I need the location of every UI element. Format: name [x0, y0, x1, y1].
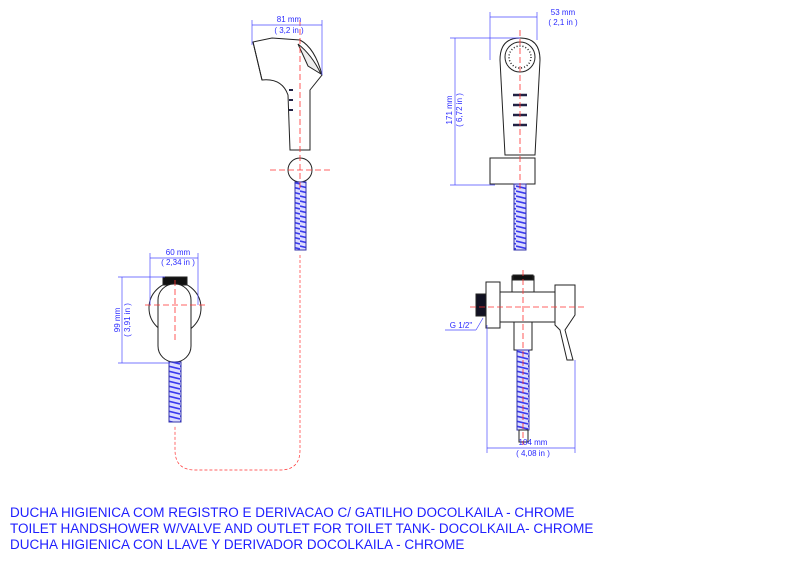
- dim-60mm: 60 mm: [166, 248, 191, 257]
- dim-53mm-in: ( 2,1 in ): [548, 18, 578, 27]
- handshower-front-view: [489, 37, 541, 251]
- centerlines: [145, 20, 585, 471]
- title-portuguese: DUCHA HIGIENICA COM REGISTRO E DERIVACAO…: [10, 505, 575, 520]
- dim-53mm: 53 mm: [551, 8, 576, 17]
- title-english: TOILET HANDSHOWER W/VALVE AND OUTLET FOR…: [10, 521, 594, 536]
- dim-81mm: 81 mm: [277, 15, 302, 24]
- hose: [294, 181, 307, 251]
- title-spanish: DUCHA HIGIENICA CON LLAVE Y DERIVADOR DO…: [10, 537, 465, 552]
- dim-99mm: 99 mm: [113, 307, 122, 332]
- thread-label: G 1/2": [450, 321, 473, 330]
- valve-assembly-view: [475, 274, 576, 443]
- dim-81mm-in: ( 3,2 in ): [274, 26, 304, 35]
- dim-104mm: 104 mm: [519, 438, 548, 447]
- dim-171mm: 171 mm: [445, 95, 454, 124]
- handshower-side-view: [252, 37, 323, 251]
- dim-60mm-in: ( 2,34 in ): [161, 258, 195, 267]
- dim-99mm-in: ( 3,91 in ): [123, 303, 132, 337]
- hose: [513, 183, 527, 251]
- dimension-lines: [118, 12, 576, 453]
- hose: [168, 361, 182, 423]
- dim-171mm-in: ( 6,72 in ): [455, 93, 464, 127]
- dim-104mm-in: ( 4,08 in ): [516, 449, 550, 458]
